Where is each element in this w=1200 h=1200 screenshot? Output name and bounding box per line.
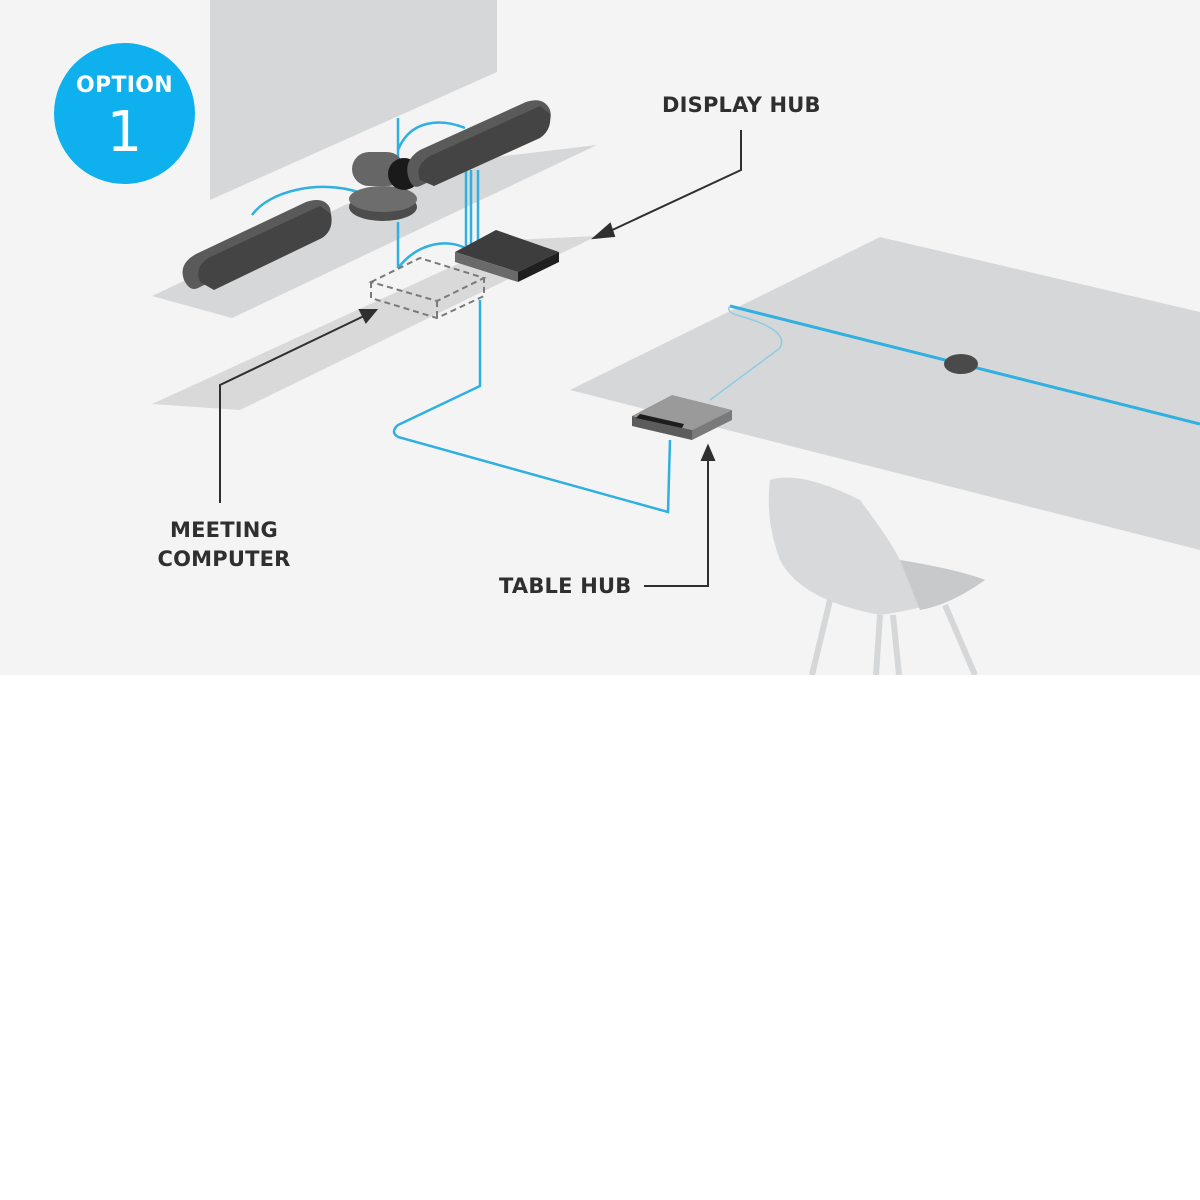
cables <box>250 118 1200 514</box>
speaker-right <box>407 100 551 187</box>
chair <box>768 477 985 675</box>
shelf-upper <box>152 145 597 318</box>
shelf-lower <box>152 236 597 410</box>
option-badge: OPTION 1 <box>54 43 195 184</box>
callout-lines <box>219 130 742 587</box>
table-hub-device <box>632 395 732 440</box>
speaker-left <box>182 200 332 290</box>
mic-pod <box>944 354 978 374</box>
meeting-computer-label-line1: MEETING <box>170 518 278 542</box>
meeting-computer-label: MEETING COMPUTER <box>152 516 296 574</box>
camera-base-top <box>349 186 417 212</box>
diagram-illustration <box>152 0 1200 675</box>
meeting-computer-outline <box>368 256 487 320</box>
display-hub-label: DISPLAY HUB <box>662 93 821 117</box>
display-hub-device <box>455 230 559 282</box>
option-badge-label: OPTION <box>76 73 173 98</box>
blank-area <box>0 675 1200 1200</box>
option-badge-number: 1 <box>106 100 143 165</box>
room-setup-diagram: OPTION 1 DISPLAY HUB MEETING COMPUTER TA… <box>0 0 1200 675</box>
conference-table <box>570 237 1200 550</box>
table-hub-label: TABLE HUB <box>499 574 632 598</box>
display-screen <box>210 0 497 200</box>
meeting-computer-label-line2: COMPUTER <box>157 547 291 571</box>
